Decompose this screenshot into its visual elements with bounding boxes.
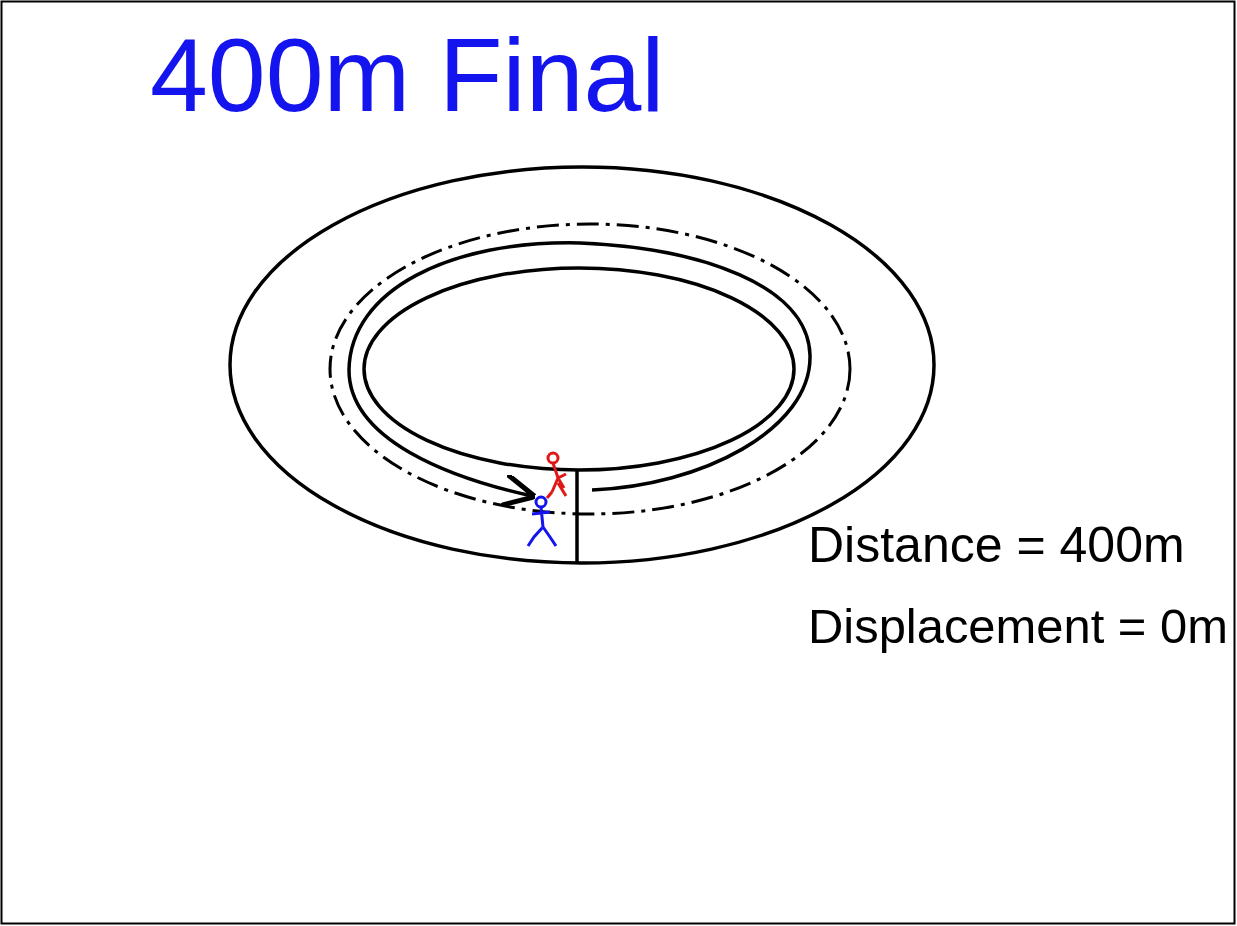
red-runner — [547, 453, 566, 498]
blue-runner — [528, 497, 556, 546]
title: 400m Final — [150, 18, 664, 132]
lane-line — [330, 224, 850, 514]
outer-track-edge — [230, 167, 934, 563]
start-finish-line — [575, 470, 579, 563]
running-path — [349, 243, 810, 496]
note-label: Displacement = 0m — [808, 600, 1228, 654]
inner-track-edge — [364, 268, 794, 470]
note-label: Distance = 400m — [808, 518, 1185, 573]
